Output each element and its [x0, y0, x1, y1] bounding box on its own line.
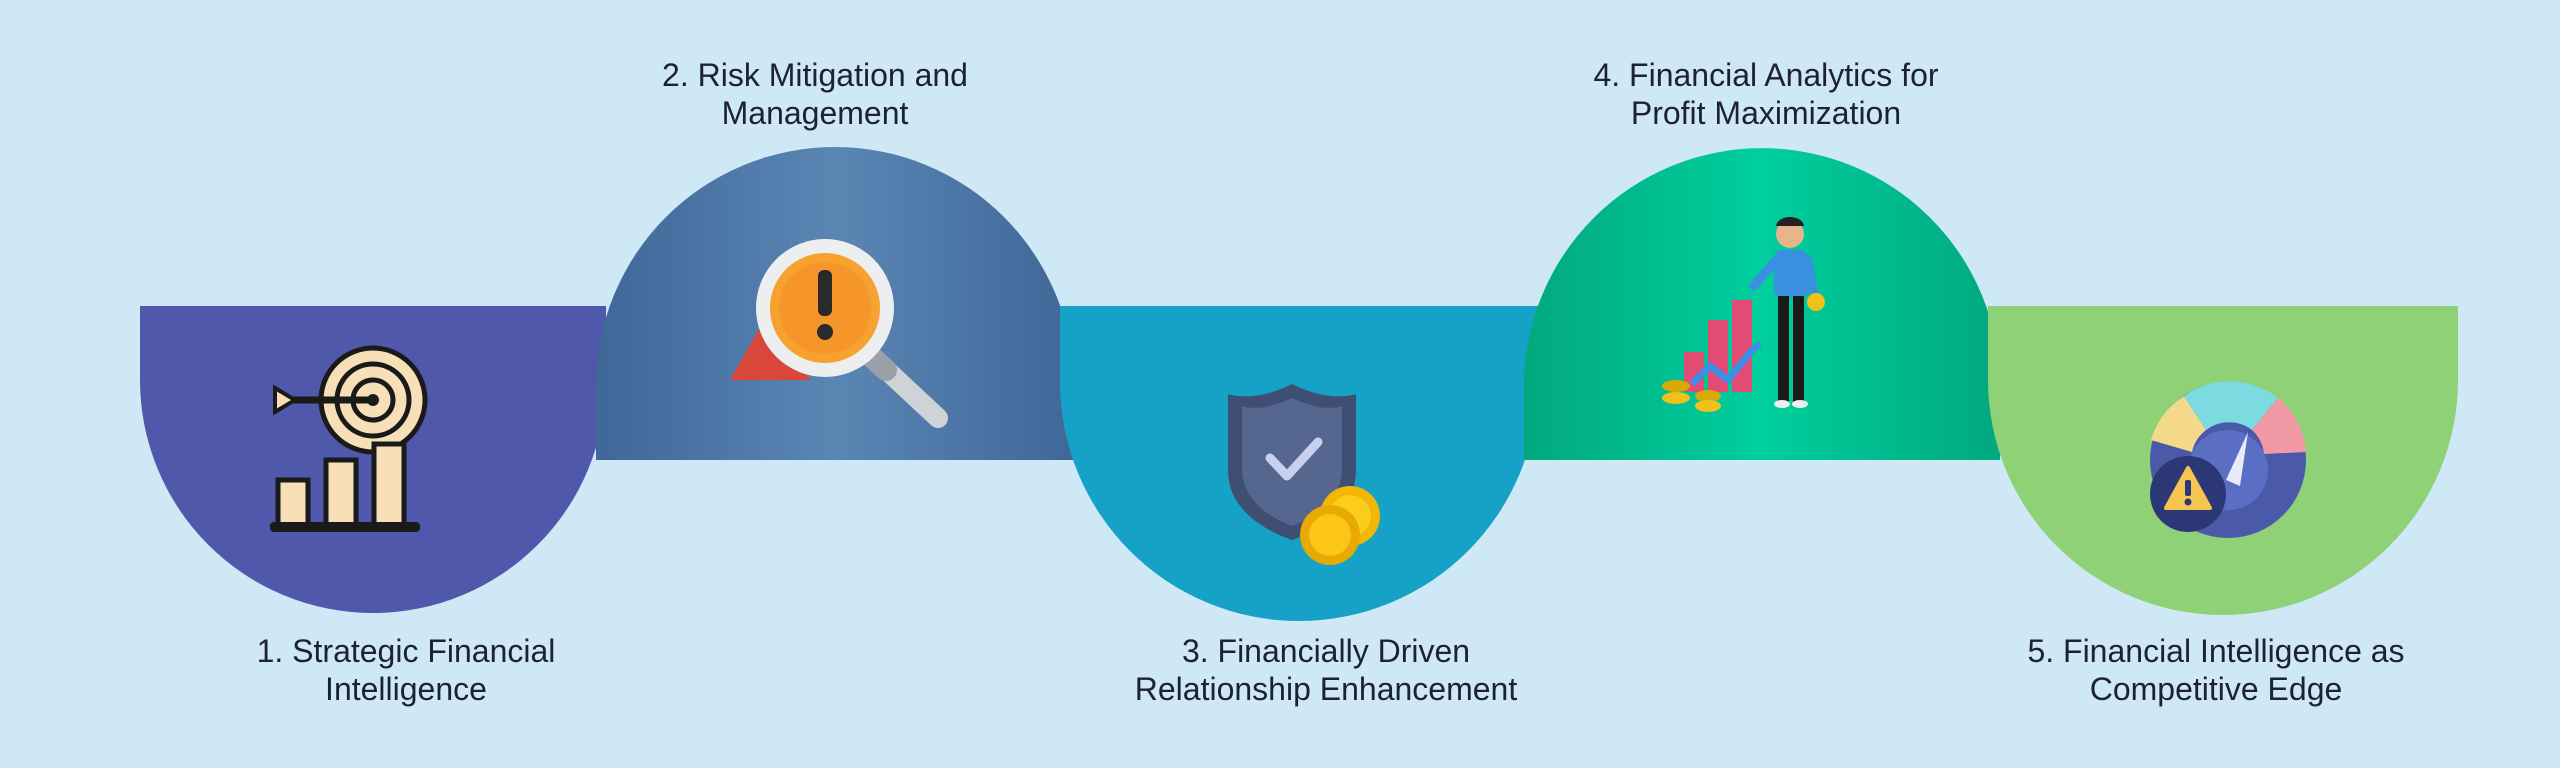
step-4-label: 4. Financial Analytics for Profit Maximi…: [1593, 57, 1939, 131]
magnifier-warning-icon: [730, 239, 948, 428]
step-2-label: 2. Risk Mitigation and Management: [662, 57, 968, 131]
step-3-label: 3. Financially Driven Relationship Enhan…: [1134, 633, 1518, 707]
target-growth-chart-icon: [270, 345, 428, 532]
shield-coins-icon: [1228, 384, 1380, 565]
step-4-shape: [1524, 148, 2000, 461]
step-5-label: 5. Financial Intelligence as Competitive…: [2027, 633, 2405, 707]
step-1-label: 1. Strategic Financial Intelligence: [256, 633, 556, 707]
gauge-warning-icon: [2150, 381, 2306, 538]
businessman-growth-chart-icon: [1662, 217, 1825, 412]
